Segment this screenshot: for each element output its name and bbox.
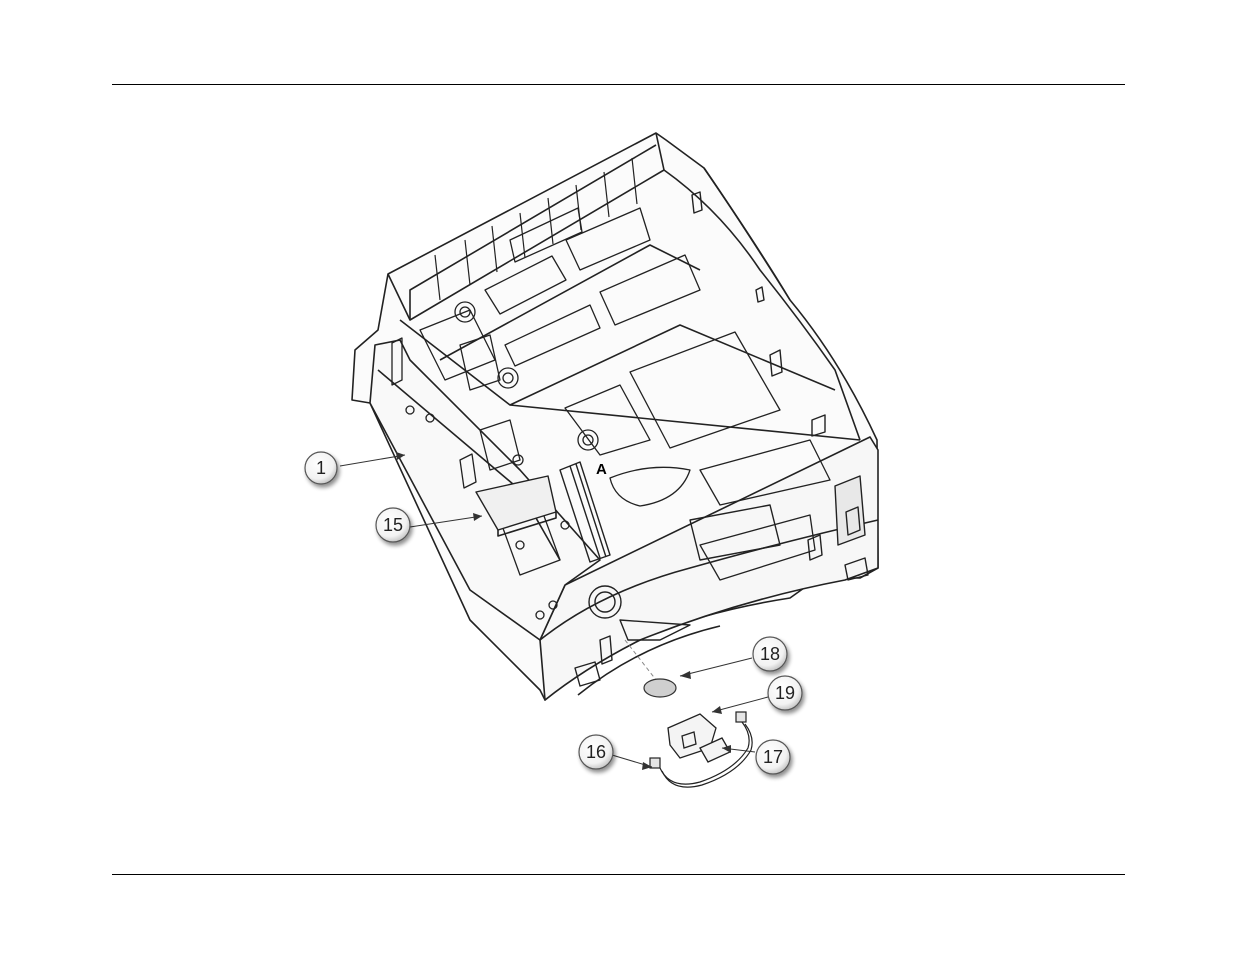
base-housing xyxy=(352,133,878,700)
callout-17: 17 xyxy=(756,740,790,774)
view-marker-a: A xyxy=(596,461,607,478)
callout-19: 19 xyxy=(768,676,802,710)
callout-19-label: 19 xyxy=(775,683,795,703)
callout-1-label: 1 xyxy=(316,458,326,478)
callout-17-label: 17 xyxy=(763,747,783,767)
callout-16-label: 16 xyxy=(586,742,606,762)
callout-18-label: 18 xyxy=(760,644,780,664)
callout-1: 1 xyxy=(305,452,337,484)
callout-15: 15 xyxy=(376,508,410,542)
callout-18: 18 xyxy=(753,637,787,671)
sensor-bracket-part xyxy=(668,714,730,762)
callout-16: 16 xyxy=(579,735,613,769)
callout-15-label: 15 xyxy=(383,515,403,535)
lens-disc-part xyxy=(644,679,676,697)
